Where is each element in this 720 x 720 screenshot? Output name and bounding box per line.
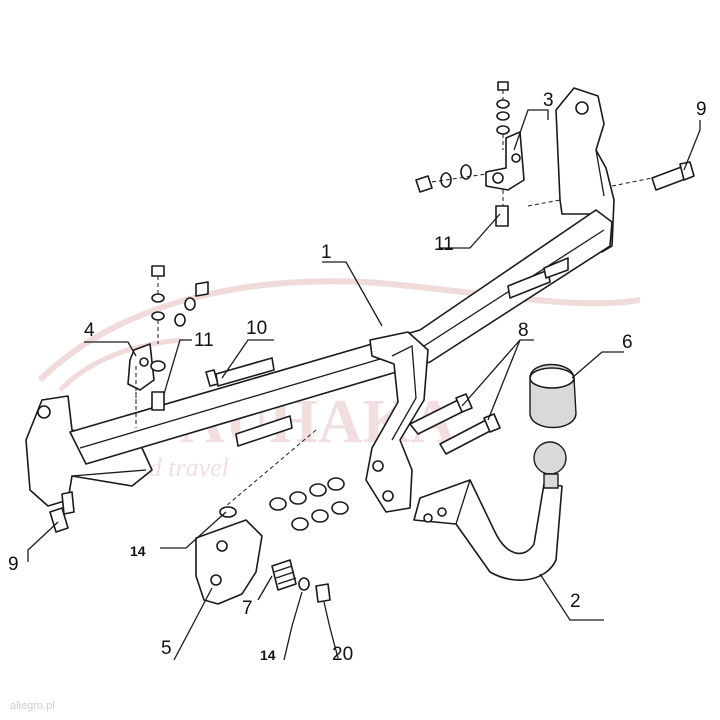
label-part-11-left: 11: [194, 330, 214, 351]
label-part-11-right: 11: [434, 234, 454, 255]
label-part-20: 20: [332, 644, 353, 665]
label-part-1: 1: [321, 242, 332, 263]
label-part-9-left: 9: [8, 554, 19, 575]
label-part-9-right: 9: [696, 99, 707, 120]
label-part-6: 6: [622, 332, 633, 353]
socket-plate: [195, 506, 263, 605]
spring-and-nut: [271, 559, 331, 603]
washers-nuts: [269, 477, 349, 531]
assembly-lines: [135, 177, 653, 507]
footer-tag: allegro.pl: [10, 700, 55, 712]
label-part-14-lower: 14: [260, 647, 276, 663]
label-part-5: 5: [161, 638, 172, 659]
bracket-3-assembly: [415, 81, 525, 227]
bracket-4-assembly: [127, 265, 209, 428]
label-part-8: 8: [518, 320, 529, 341]
part-labels: 1 2 3 4 5 6 7 8 9 9 10 11 11 14 14 20: [8, 90, 707, 665]
label-part-2: 2: [570, 591, 581, 612]
label-part-10: 10: [246, 318, 267, 339]
label-part-3: 3: [543, 90, 554, 111]
label-part-4: 4: [84, 320, 95, 341]
leader-lines: [27, 109, 701, 661]
center-mount-plates: [365, 331, 429, 513]
label-part-14-upper: 14: [130, 543, 146, 559]
label-part-7: 7: [242, 598, 253, 619]
bolt-10: [205, 357, 275, 387]
ball-neck: [413, 441, 567, 581]
ball-cap: [529, 363, 577, 429]
right-mounting-bracket: [555, 87, 615, 253]
